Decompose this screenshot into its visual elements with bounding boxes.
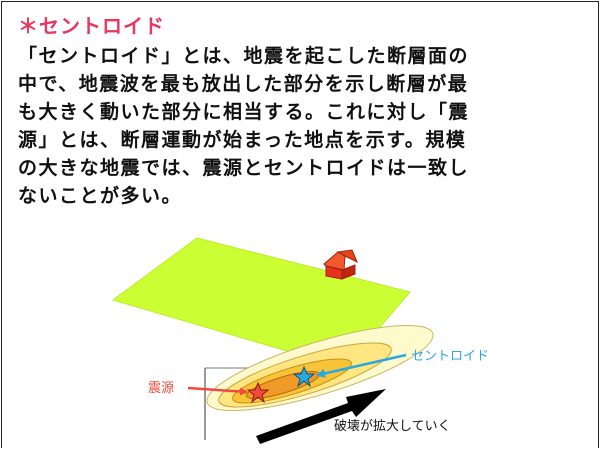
body-line: 中で、地震波を最も放出した部分を示し断層が最 — [18, 73, 469, 95]
centroid-label: セントロイド — [411, 349, 489, 364]
house-icon — [323, 249, 358, 280]
body-line: 「セントロイド」とは、地震を起こした断層面の — [18, 45, 470, 67]
card-body: 「セントロイド」とは、地震を起こした断層面の 中で、地震波を最も放出した部分を示… — [18, 42, 588, 210]
ground-surface — [111, 237, 411, 369]
rupture-arrow — [256, 389, 386, 444]
hypocenter-star — [246, 381, 270, 404]
centroid-star — [292, 365, 316, 388]
hypocenter-pointer — [187, 386, 248, 396]
body-line: も大きく動いた部分に相当する。これに対し「震 — [18, 101, 470, 123]
card-heading: ＊セントロイド — [18, 14, 165, 38]
centroid-pointer — [316, 353, 407, 378]
rupture-label: 破壊が拡大していく — [334, 419, 451, 434]
body-line: ないことが多い。 — [18, 185, 183, 207]
body-line: 源」とは、断層運動が始まった地点を示す。規模 — [18, 129, 467, 151]
hypocenter-label: 震源 — [148, 381, 174, 396]
body-line: の大きな地震では、震源とセントロイドは一致し — [18, 157, 470, 179]
